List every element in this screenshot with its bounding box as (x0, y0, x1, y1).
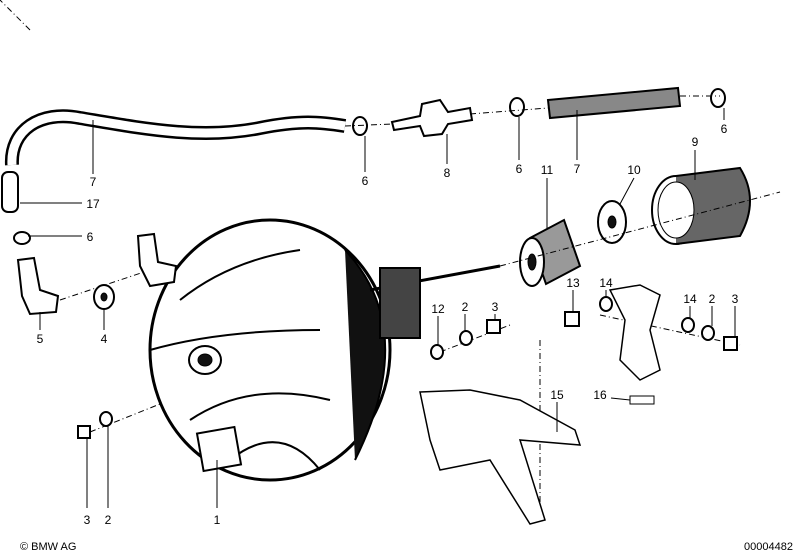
washer (599, 296, 613, 312)
callout-10: 10 (627, 163, 641, 177)
callout-2: 2 (462, 300, 469, 314)
callout-13: 13 (566, 276, 580, 290)
hose-piece (1, 171, 19, 213)
hose-clamp (13, 231, 31, 245)
bolt (564, 311, 580, 327)
callout-12: 12 (431, 302, 445, 316)
callout-6: 6 (87, 230, 94, 244)
hose-clamp (352, 116, 368, 136)
air-filter (519, 218, 582, 287)
washer (99, 411, 113, 427)
hose-clamp (710, 88, 726, 108)
callout-7: 7 (90, 175, 97, 189)
callout-3: 3 (492, 300, 499, 314)
callout-2: 2 (709, 292, 716, 306)
callout-14: 14 (683, 292, 697, 306)
stud-16 (629, 395, 655, 405)
bracket-upper (608, 284, 661, 381)
callout-8: 8 (444, 166, 451, 180)
hose-clamp (509, 97, 525, 117)
callout-14: 14 (599, 276, 613, 290)
washer (701, 325, 715, 341)
nut (486, 319, 501, 334)
callout-9: 9 (692, 135, 699, 149)
callout-3: 3 (84, 513, 91, 527)
callout-17: 17 (86, 197, 100, 211)
nut (723, 336, 738, 351)
leader-lines (20, 108, 736, 508)
elbow-connector (16, 256, 60, 316)
washer (459, 330, 473, 346)
callout-2: 2 (105, 513, 112, 527)
callout-15: 15 (550, 388, 564, 402)
nut (77, 425, 91, 439)
check-valve (390, 98, 474, 138)
callout-16: 16 (593, 388, 607, 402)
washer (681, 317, 695, 333)
copyright-label: © BMW AG (20, 541, 77, 553)
callout-4: 4 (101, 332, 108, 346)
callout-5: 5 (37, 332, 44, 346)
callout-6: 6 (721, 122, 728, 136)
diagram-number: 00004482 (744, 541, 793, 553)
washer (430, 344, 444, 360)
brake-booster (148, 218, 501, 482)
callout-7: 7 (574, 162, 581, 176)
callout-6: 6 (362, 174, 369, 188)
callout-1: 1 (214, 513, 221, 527)
callout-6: 6 (516, 162, 523, 176)
bellows-boot (651, 166, 751, 245)
bracket-15 (419, 389, 582, 525)
elbow-connector (136, 232, 178, 288)
vacuum-hose-short (546, 86, 682, 120)
callout-3: 3 (732, 292, 739, 306)
callout-11: 11 (541, 163, 554, 177)
